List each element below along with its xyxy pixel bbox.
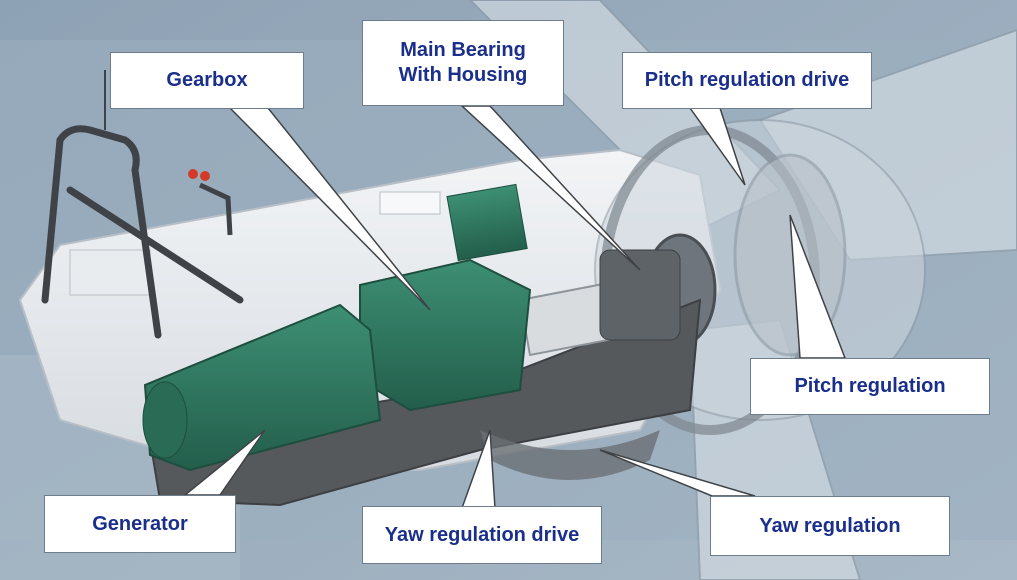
- main-bearing-label: Main Bearing With Housing: [362, 20, 564, 106]
- yaw-bearing-ring: [480, 430, 660, 480]
- light-mast: [198, 182, 233, 236]
- callout-leaders: [182, 105, 847, 509]
- cooler-box: [69, 249, 151, 296]
- gearbox-body: [359, 258, 532, 412]
- pitch-regulation-drive-label: Pitch regulation drive: [622, 52, 872, 109]
- main-bearing-housing: [599, 249, 681, 341]
- roof-hatch: [379, 191, 441, 215]
- service-crane-frame: [41, 125, 244, 339]
- generator-end-cap: [142, 381, 188, 459]
- warning-light-left: [188, 169, 198, 179]
- oil-cooler: [446, 183, 528, 262]
- yaw-regulation-drive-label: Yaw regulation drive: [362, 506, 602, 564]
- gearbox-label: Gearbox: [110, 52, 304, 109]
- yaw-regulation-label: Yaw regulation: [710, 496, 950, 556]
- generator-body: [143, 303, 382, 472]
- pitch-regulation-label: Pitch regulation: [750, 358, 990, 415]
- generator-label: Generator: [44, 495, 236, 553]
- warning-light-right: [200, 171, 210, 181]
